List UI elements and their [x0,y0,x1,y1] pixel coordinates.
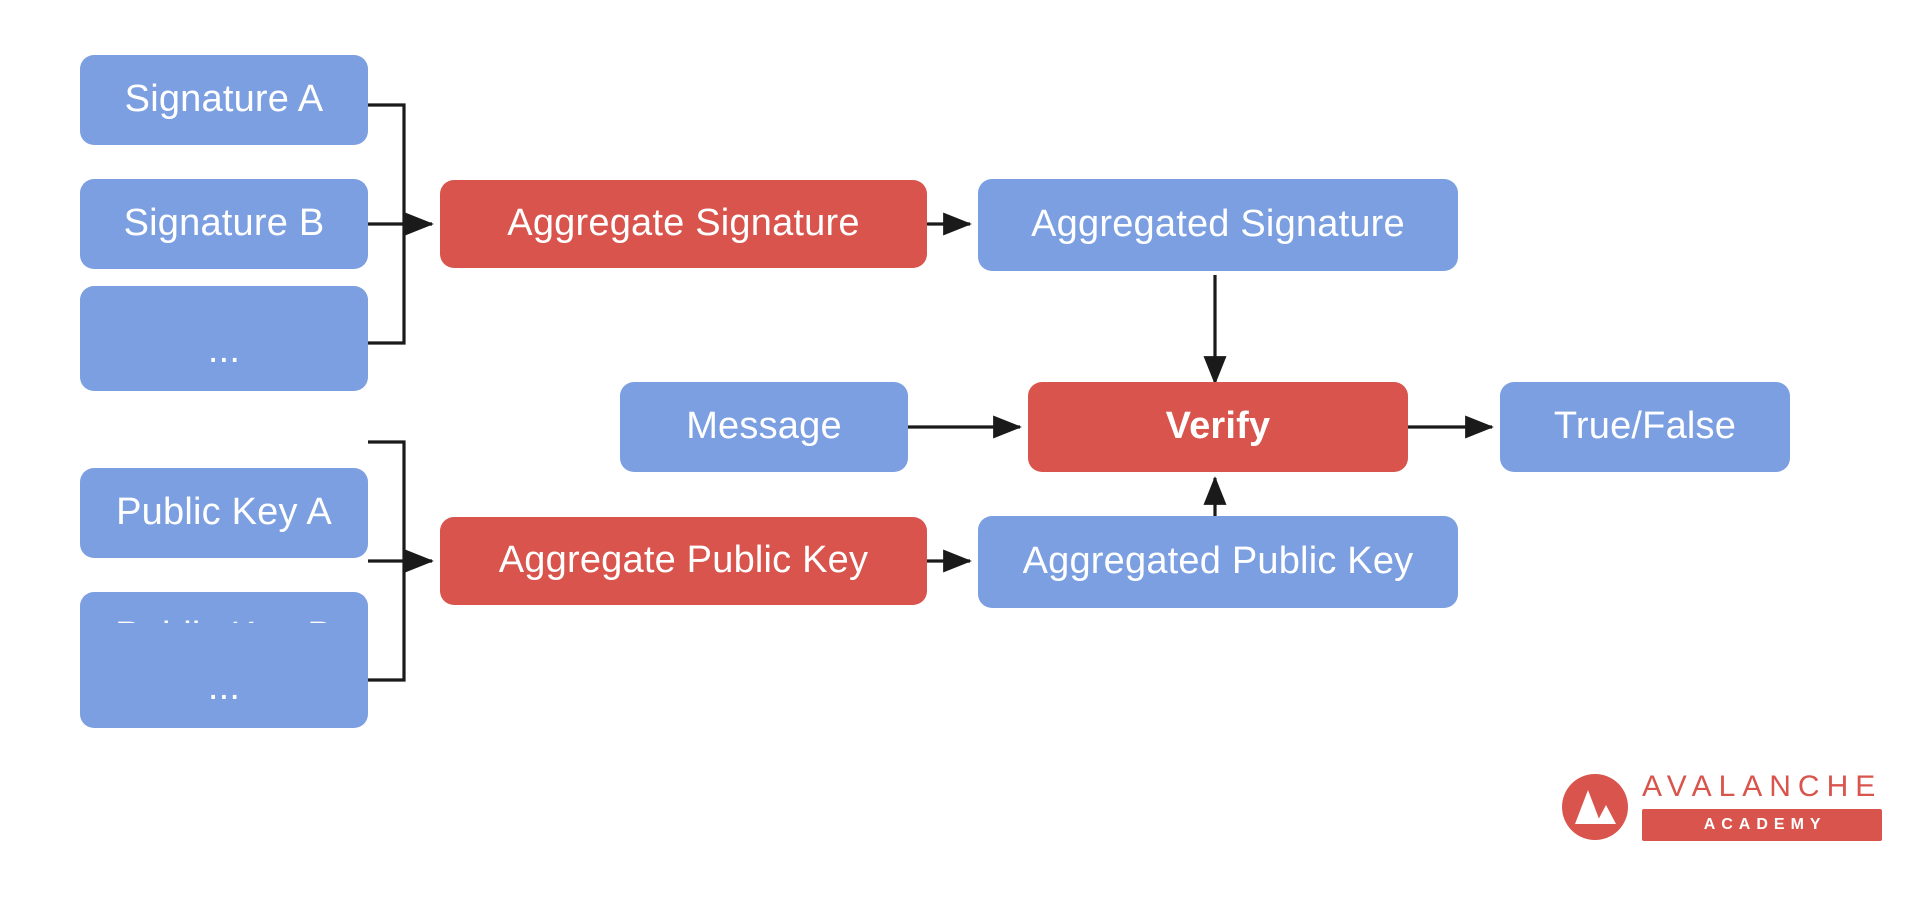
avalanche-triangle-mark [1562,773,1628,840]
node-message[interactable]: Message [620,382,908,472]
node-signature-b[interactable]: Signature B [80,179,368,269]
node-aggregate-signature[interactable]: Aggregate Signature [440,180,927,268]
logo-sub-text: ACADEMY [1642,809,1883,841]
node-verify[interactable]: Verify [1028,382,1408,472]
node-true-false[interactable]: True/False [1500,382,1790,472]
node-signature-a[interactable]: Signature A [80,55,368,145]
edge-public-key-more-to-aggregate-public-key [368,561,406,682]
logo-wordmark: AVALANCHE ACADEMY [1642,770,1883,841]
edge-signature-more-to-aggregate-signature [368,224,406,345]
avalanche-academy-logo: AVALANCHE ACADEMY [1562,770,1883,841]
node-public-key-a[interactable]: Public Key A [80,468,368,558]
node-signature-more[interactable]: ... [80,286,368,391]
node-aggregated-public-key[interactable]: Aggregated Public Key [978,516,1458,608]
logo-brand-text: AVALANCHE [1642,770,1883,803]
mountain-peak-side-icon [1596,804,1616,824]
node-public-key-more[interactable]: ... [80,623,368,728]
node-aggregated-signature[interactable]: Aggregated Signature [978,179,1458,271]
edge-signature-a-to-aggregate-signature [368,103,406,224]
edge-public-key-a-to-aggregate-public-key [368,440,406,561]
node-aggregate-public-key[interactable]: Aggregate Public Key [440,517,927,605]
